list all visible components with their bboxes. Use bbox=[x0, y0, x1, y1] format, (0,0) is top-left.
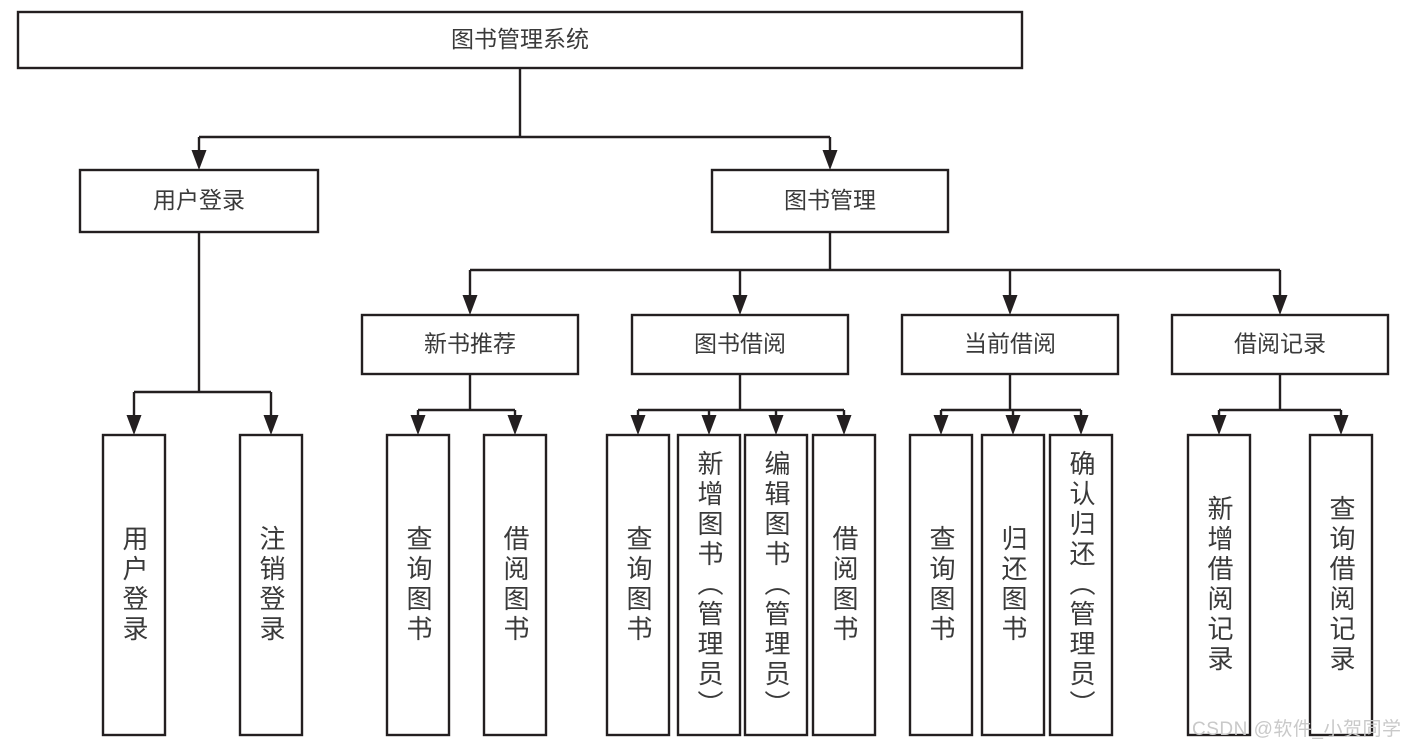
node-box-leaf-add-book bbox=[676, 433, 742, 737]
node-box-leaf-query-book-rec bbox=[385, 433, 451, 737]
node-box-root bbox=[16, 10, 1024, 70]
node-box-borrow-record bbox=[1170, 313, 1390, 376]
node-box-leaf-edit-book bbox=[743, 433, 809, 737]
node-box-leaf-confirm-return bbox=[1048, 433, 1114, 737]
csdn-watermark: CSDN @软件_小贺同学 bbox=[1192, 719, 1402, 740]
node-label-new-book-recommend: 新书推荐 bbox=[424, 331, 516, 357]
node-label-borrow-record: 借阅记录 bbox=[1234, 331, 1326, 357]
node-label-root: 图书管理系统 bbox=[451, 26, 589, 52]
node-label-current-borrow: 当前借阅 bbox=[964, 331, 1056, 357]
node-box-leaf-query-book-current bbox=[908, 433, 974, 737]
node-box-book-management bbox=[710, 168, 950, 234]
node-boxes bbox=[16, 10, 1390, 737]
node-box-leaf-query-record bbox=[1308, 433, 1374, 737]
node-box-leaf-borrow-book-rec bbox=[482, 433, 548, 737]
node-box-current-borrow bbox=[900, 313, 1120, 376]
node-box-leaf-query-book-borrow bbox=[605, 433, 671, 737]
node-label-book-management: 图书管理 bbox=[784, 187, 876, 213]
node-box-leaf-logout bbox=[238, 433, 304, 737]
node-box-leaf-add-record bbox=[1186, 433, 1252, 737]
node-label-book-borrow: 图书借阅 bbox=[694, 331, 786, 357]
node-box-leaf-return-book bbox=[980, 433, 1046, 737]
node-label-user-login: 用户登录 bbox=[153, 187, 245, 213]
node-box-new-book-recommend bbox=[360, 313, 580, 376]
node-box-book-borrow bbox=[630, 313, 850, 376]
node-box-leaf-user-login bbox=[101, 433, 167, 737]
node-box-leaf-borrow-book bbox=[811, 433, 877, 737]
connector-lines bbox=[126, 68, 1349, 435]
node-box-user-login bbox=[78, 168, 320, 234]
